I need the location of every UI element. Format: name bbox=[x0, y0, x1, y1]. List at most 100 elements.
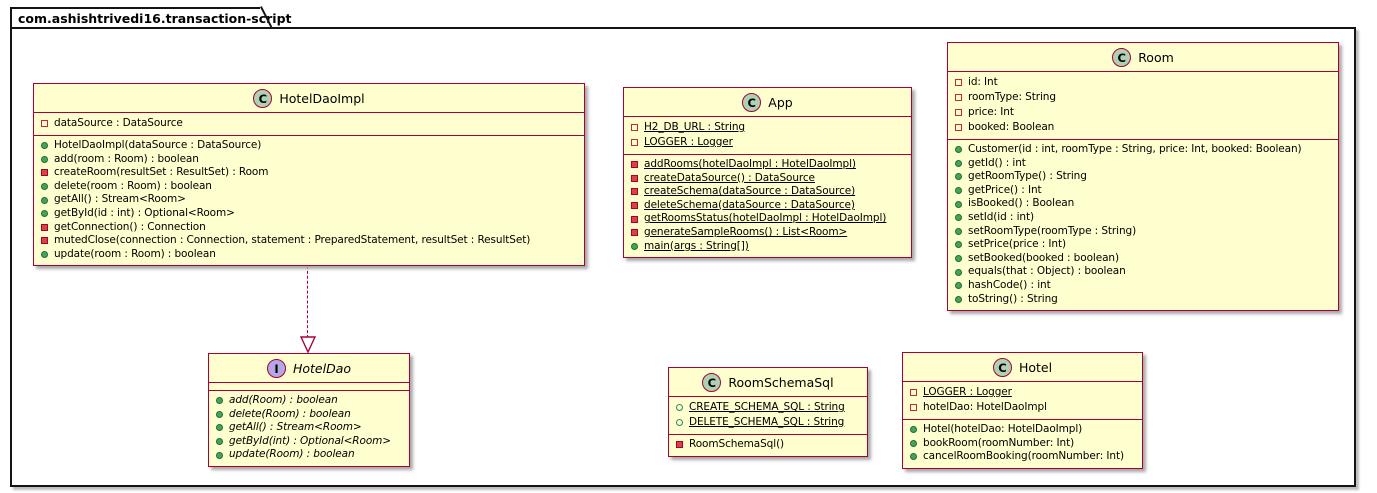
member-row: HotelDaoImpl(dataSource : DataSource) bbox=[34, 139, 584, 153]
member-text: price: Int bbox=[968, 106, 1014, 118]
private-field-icon bbox=[955, 109, 962, 116]
interface-box-hoteldao: I HotelDao add(Room) : boolean delete(Roo… bbox=[208, 353, 410, 467]
class-name: HotelDao bbox=[292, 361, 352, 376]
class-box-roomschemasql: C RoomSchemaSql CREATE_SCHEMA_SQL : Stri… bbox=[668, 367, 868, 457]
member-row: LOGGER : Logger bbox=[624, 135, 911, 150]
member-text: Customer(id : int, roomType : String, pr… bbox=[968, 143, 1302, 155]
methods-section: HotelDaoImpl(dataSource : DataSource)add… bbox=[34, 135, 584, 265]
member-row: Customer(id : int, roomType : String, pr… bbox=[948, 143, 1338, 157]
public-method-icon bbox=[41, 210, 48, 218]
class-stereotype-icon: C bbox=[742, 93, 762, 112]
private-field-icon bbox=[631, 139, 638, 146]
private-method-icon bbox=[631, 174, 638, 182]
public-method-icon bbox=[955, 227, 962, 235]
public-method-icon bbox=[955, 173, 962, 181]
public-field-icon bbox=[676, 419, 683, 426]
member-text: createSchema(dataSource : DataSource) bbox=[644, 185, 856, 198]
member-text: bookRoom(roomNumber: Int) bbox=[923, 436, 1075, 449]
member-row: id: Int bbox=[948, 75, 1338, 90]
member-text: isBooked() : Boolean bbox=[968, 197, 1075, 210]
member-row: equals(that : Object) : boolean bbox=[948, 265, 1338, 279]
member-text: CREATE_SCHEMA_SQL : String bbox=[689, 401, 845, 413]
member-row: setId(id : int) bbox=[948, 211, 1338, 225]
methods-section: RoomSchemaSql() bbox=[669, 434, 867, 456]
class-title-hoteldao: I HotelDao bbox=[209, 354, 409, 382]
public-method-icon bbox=[41, 142, 48, 150]
member-row: hotelDao: HotelDaoImpl bbox=[903, 400, 1142, 415]
class-box-hoteldaoimpl: C HotelDaoImpl dataSource : DataSource H… bbox=[33, 83, 585, 267]
private-field-icon bbox=[910, 389, 917, 396]
member-text: HotelDaoImpl(dataSource : DataSource) bbox=[54, 139, 262, 151]
member-text: equals(that : Object) : boolean bbox=[968, 265, 1126, 278]
class-stereotype-icon: C bbox=[253, 89, 273, 108]
member-row: getPrice() : Int bbox=[948, 184, 1338, 198]
member-text: createDataSource() : DataSource bbox=[644, 171, 815, 184]
member-text: getById(id : int) : Optional<Room> bbox=[54, 206, 235, 219]
member-text: toString() : String bbox=[968, 292, 1058, 305]
member-row: deleteSchema(dataSource : DataSource) bbox=[624, 199, 911, 213]
member-row: delete(Room) : boolean bbox=[209, 408, 409, 422]
class-name: Room bbox=[1138, 50, 1174, 65]
member-text: booked: Boolean bbox=[968, 121, 1055, 133]
private-method-icon bbox=[631, 161, 638, 169]
public-method-icon bbox=[955, 295, 962, 303]
class-title-hotel: C Hotel bbox=[903, 353, 1142, 381]
public-method-icon bbox=[955, 159, 962, 167]
member-row: RoomSchemaSql() bbox=[669, 438, 867, 452]
member-text: setBooked(booked : boolean) bbox=[968, 251, 1119, 264]
member-text: hotelDao: HotelDaoImpl bbox=[923, 401, 1047, 413]
member-row: update(room : Room) : boolean bbox=[34, 248, 584, 262]
member-row: DELETE_SCHEMA_SQL : String bbox=[669, 415, 867, 430]
member-text: add(Room) : boolean bbox=[229, 394, 338, 406]
public-method-icon bbox=[955, 200, 962, 208]
member-text: dataSource : DataSource bbox=[54, 117, 183, 129]
realization-arrowhead-icon bbox=[299, 336, 317, 354]
realization-dashed-line bbox=[307, 256, 308, 338]
class-stereotype-icon: C bbox=[702, 373, 722, 392]
private-method-icon bbox=[631, 202, 638, 210]
member-row: getById(int) : Optional<Room> bbox=[209, 435, 409, 449]
member-text: update(room : Room) : boolean bbox=[54, 247, 216, 260]
member-row: H2_DB_URL : String bbox=[624, 120, 911, 135]
methods-section: add(Room) : boolean delete(Room) : boolea… bbox=[209, 390, 409, 466]
member-row: dataSource : DataSource bbox=[34, 116, 584, 131]
public-method-icon bbox=[41, 251, 48, 259]
public-method-icon bbox=[216, 397, 223, 405]
class-name: App bbox=[768, 95, 793, 110]
member-row: getAll() : Stream<Room> bbox=[34, 193, 584, 207]
public-method-icon bbox=[631, 242, 638, 250]
member-text: getConnection() : Connection bbox=[54, 220, 206, 233]
public-method-icon bbox=[216, 451, 223, 459]
member-text: setId(id : int) bbox=[968, 210, 1034, 223]
member-text: addRooms(hotelDaoImpl : HotelDaoImpl) bbox=[644, 158, 856, 170]
interface-stereotype-icon: I bbox=[266, 359, 286, 378]
class-name: Hotel bbox=[1018, 360, 1053, 375]
member-text: cancelRoomBooking(roomNumber: Int) bbox=[923, 450, 1124, 463]
member-row: Hotel(hotelDao: HotelDaoImpl) bbox=[903, 423, 1142, 437]
public-method-icon bbox=[41, 196, 48, 204]
member-row: hashCode() : int bbox=[948, 279, 1338, 293]
member-text: setPrice(price : Int) bbox=[968, 238, 1066, 251]
methods-section: Hotel(hotelDao: HotelDaoImpl)bookRoom(ro… bbox=[903, 419, 1142, 468]
public-method-icon bbox=[910, 453, 917, 461]
public-method-icon bbox=[955, 214, 962, 222]
member-row: toString() : String bbox=[948, 293, 1338, 307]
member-row: getRoomsStatus(hotelDaoImpl : HotelDaoIm… bbox=[624, 212, 911, 226]
private-field-icon bbox=[910, 404, 917, 411]
member-row: generateSampleRooms() : List<Room> bbox=[624, 226, 911, 240]
public-method-icon bbox=[955, 255, 962, 263]
member-text: RoomSchemaSql() bbox=[689, 438, 785, 450]
member-row: isBooked() : Boolean bbox=[948, 197, 1338, 211]
member-row: getConnection() : Connection bbox=[34, 221, 584, 235]
member-text: mutedClose(connection : Connection, stat… bbox=[54, 234, 531, 247]
private-method-icon bbox=[41, 169, 48, 177]
member-text: setRoomType(roomType : String) bbox=[968, 224, 1137, 237]
member-row: createRoom(resultSet : ResultSet) : Room bbox=[34, 166, 584, 180]
member-row: LOGGER : Logger bbox=[903, 385, 1142, 400]
member-row: getById(id : int) : Optional<Room> bbox=[34, 207, 584, 221]
